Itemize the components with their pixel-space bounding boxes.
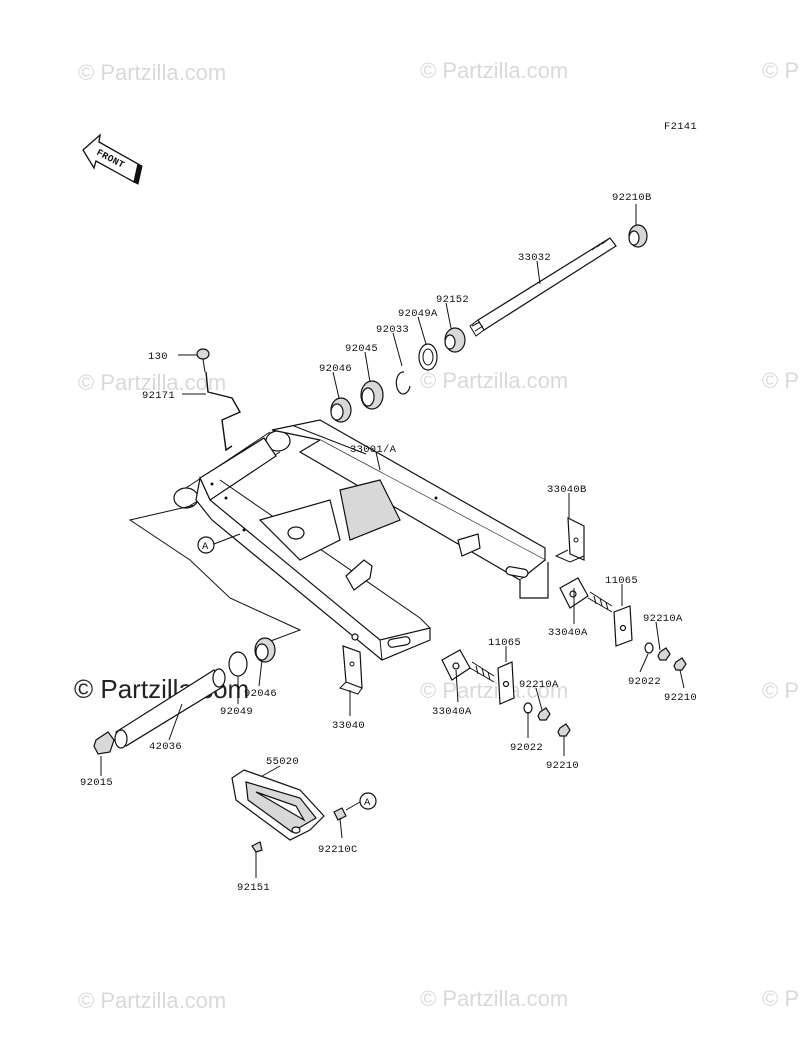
bearing-92045 bbox=[360, 380, 384, 410]
watermark: © Partzilla.com bbox=[420, 368, 568, 393]
callout-92210-upper: 92210 bbox=[664, 692, 697, 704]
leader-lines bbox=[100, 204, 685, 878]
callout-92210B: 92210B bbox=[612, 192, 652, 204]
callout-33040A-lower: 33040A bbox=[432, 706, 472, 718]
callout-92049: 92049 bbox=[220, 706, 253, 718]
plate-11065-upper bbox=[613, 605, 633, 647]
callout-92022-upper: 92022 bbox=[628, 676, 661, 688]
callout-92033: 92033 bbox=[376, 324, 409, 336]
ref-marker-a-lower-label: A bbox=[364, 797, 371, 809]
seal-92049A bbox=[418, 343, 438, 371]
callout-42036: 42036 bbox=[149, 741, 182, 753]
callout-33040: 33040 bbox=[332, 720, 365, 732]
collar-92152 bbox=[444, 327, 466, 353]
watermark-layer: © Partzilla.com © Partzilla.com © Partzi… bbox=[74, 58, 800, 1013]
nut-92210A-upper bbox=[657, 647, 671, 661]
nut-92015 bbox=[93, 731, 115, 755]
watermark: © Partzilla.com bbox=[78, 60, 226, 85]
watermark: © Partzilla.com bbox=[762, 678, 800, 703]
watermark: © Partzilla.com bbox=[78, 370, 226, 395]
bolt-92210C bbox=[333, 807, 347, 821]
callout-92045: 92045 bbox=[345, 343, 378, 355]
callout-92049A: 92049A bbox=[398, 308, 438, 320]
watermark: © Partzilla.com bbox=[420, 986, 568, 1011]
plate-11065-lower bbox=[497, 661, 515, 705]
callout-labels: 130 92171 92046 92045 92033 92049A 92152… bbox=[80, 192, 697, 894]
callout-92046: 92046 bbox=[319, 363, 352, 375]
ref-marker-a bbox=[197, 536, 215, 554]
seal-92049 bbox=[228, 651, 248, 677]
watermark: © Partzilla.com bbox=[78, 988, 226, 1013]
callout-11065-lower: 11065 bbox=[488, 637, 521, 649]
ref-marker-a-label: A bbox=[202, 541, 209, 553]
nut-92210A-lower bbox=[537, 707, 551, 721]
figure-code: F2141 bbox=[664, 121, 697, 133]
watermark: © Partzilla.com bbox=[420, 58, 568, 83]
watermark: © Partzilla.com bbox=[762, 986, 800, 1011]
washer-92022-lower bbox=[523, 702, 533, 714]
bolt-92151 bbox=[251, 841, 263, 853]
callout-33040A-upper: 33040A bbox=[548, 627, 588, 639]
callout-92152: 92152 bbox=[436, 294, 469, 306]
callout-130: 130 bbox=[148, 351, 168, 363]
bracket-33040 bbox=[339, 645, 363, 695]
callout-92022-lower: 92022 bbox=[510, 742, 543, 754]
axle-shaft bbox=[469, 237, 617, 337]
callout-33001A: 33001/A bbox=[350, 444, 397, 456]
watermark: © Partzilla.com bbox=[762, 368, 800, 393]
callout-92210C: 92210C bbox=[318, 844, 358, 856]
callout-11065-upper: 11065 bbox=[605, 575, 638, 587]
callout-55020: 55020 bbox=[266, 756, 299, 768]
watermark: © Partzilla.com bbox=[762, 58, 800, 83]
callout-92210-lower: 92210 bbox=[546, 760, 579, 772]
ref-line bbox=[128, 504, 302, 643]
callout-92210A-upper: 92210A bbox=[643, 613, 683, 625]
callout-33040B: 33040B bbox=[547, 484, 587, 496]
watermark: © Partzilla.com bbox=[420, 678, 568, 703]
adjuster-33040A-lower bbox=[441, 649, 495, 683]
chain-guide-55020 bbox=[231, 769, 325, 841]
bolt-130 bbox=[196, 348, 210, 373]
callout-92015: 92015 bbox=[80, 777, 113, 789]
ref-marker-a-lower bbox=[359, 792, 377, 810]
callout-92046-lower: 92046 bbox=[244, 688, 277, 700]
circlip-92033 bbox=[395, 371, 411, 395]
nut-92210B bbox=[628, 224, 648, 248]
callout-92171: 92171 bbox=[142, 390, 175, 402]
bearing-92046 bbox=[330, 397, 352, 423]
bearing-92046-lower bbox=[254, 637, 276, 663]
swingarm bbox=[173, 419, 549, 661]
nut-92210-lower bbox=[557, 723, 571, 737]
clamp-92171 bbox=[205, 371, 241, 452]
callout-92151: 92151 bbox=[237, 882, 270, 894]
bracket-33040B bbox=[554, 517, 585, 563]
front-arrow-icon: FRONT bbox=[82, 133, 143, 185]
callout-92210A-lower: 92210A bbox=[519, 679, 559, 691]
nut-92210-upper bbox=[673, 657, 687, 671]
callout-33032: 33032 bbox=[518, 252, 551, 264]
washer-92022-upper bbox=[644, 642, 654, 654]
pivot-shaft-42036 bbox=[114, 668, 226, 749]
